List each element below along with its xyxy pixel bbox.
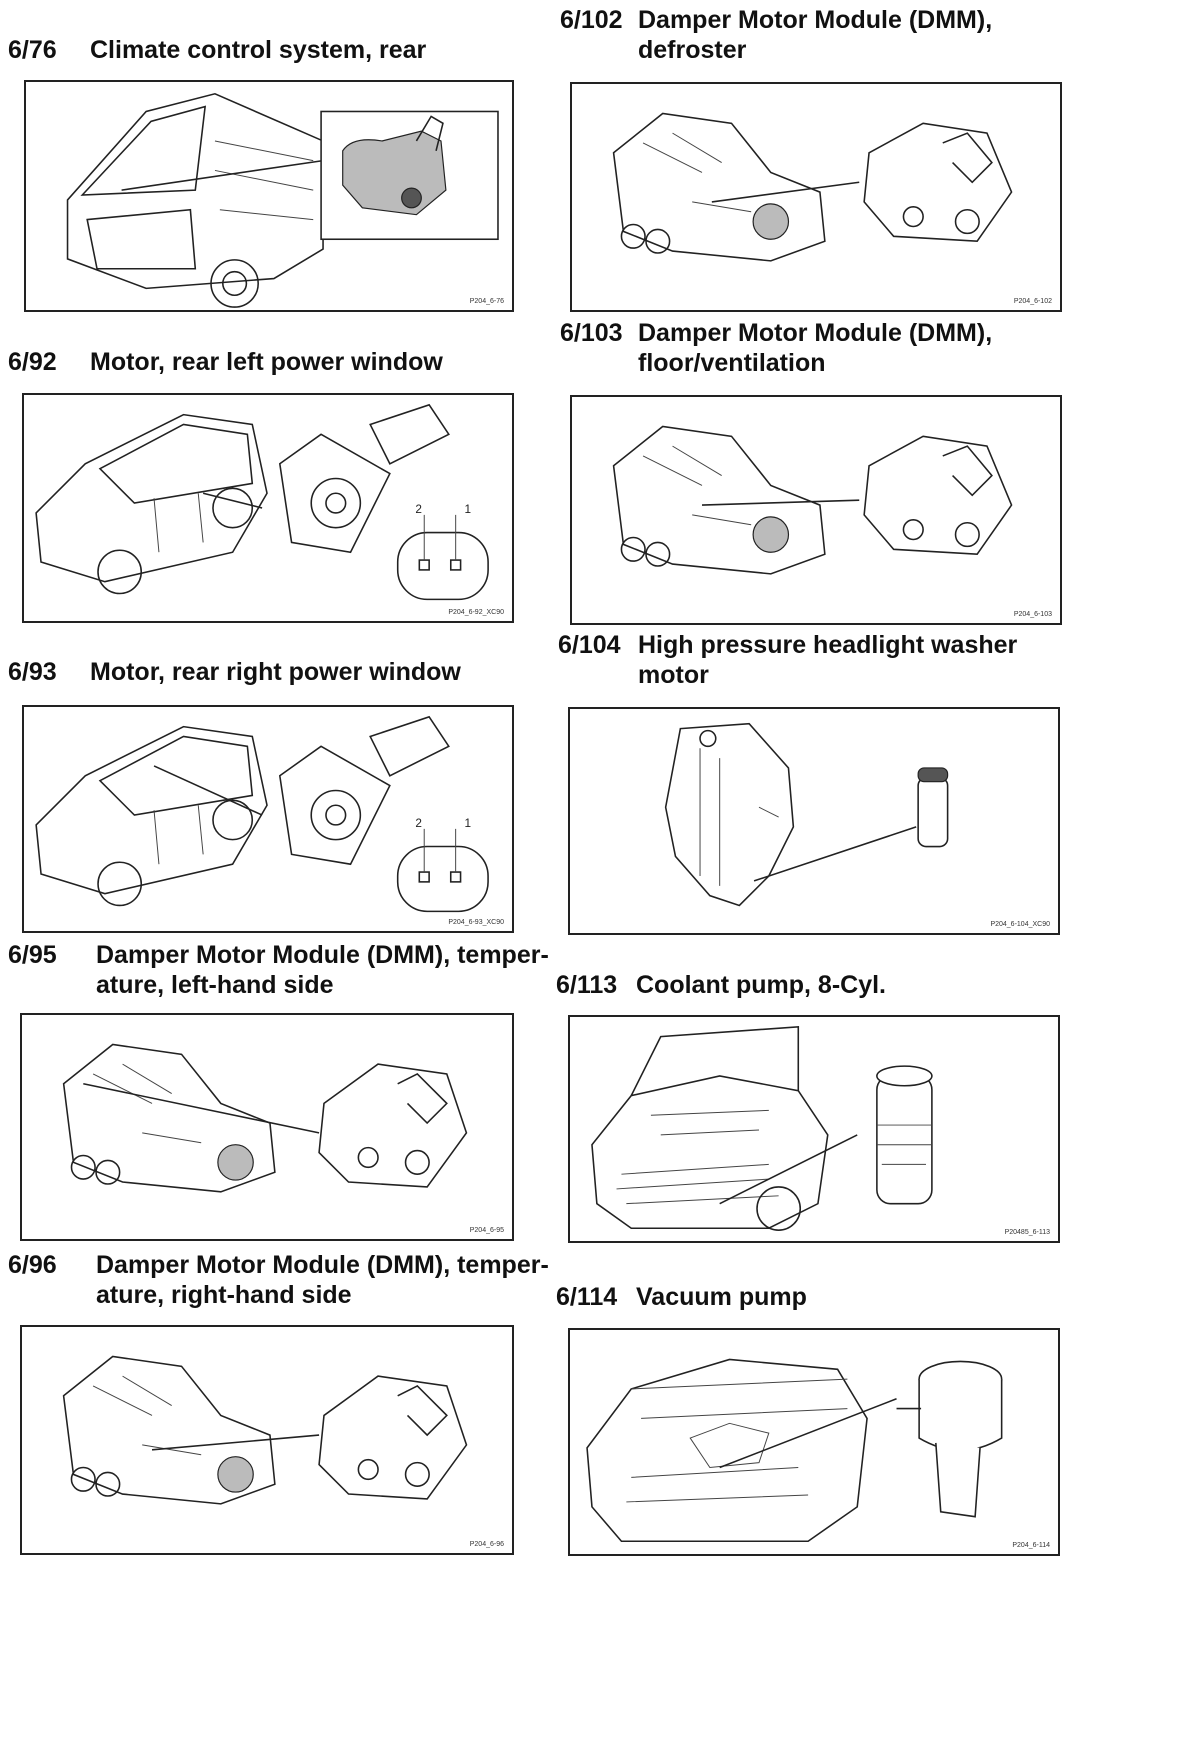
figure-headlight-washer-motor: P204_6-104_XC90 (568, 707, 1060, 935)
hvac-unit-illustration (612, 112, 1013, 262)
figure-ref: P204_6-95 (469, 1227, 504, 1234)
figure-ref: P204_6-76 (469, 298, 504, 305)
figure-ref: P204_6-102 (1013, 298, 1052, 305)
entry-number: 6/95 (8, 941, 57, 969)
figure-ref: P204_6-114 (1012, 1542, 1050, 1549)
entry-number: 6/102 (560, 6, 623, 34)
engine-bay-illustration (591, 1025, 933, 1231)
figure-coolant-pump: P20485_6-113 (568, 1015, 1060, 1243)
entry-number: 6/103 (560, 319, 623, 347)
entry-number: 6/76 (8, 36, 57, 64)
hvac-unit-illustration (62, 1043, 468, 1193)
figure-dmm-temp-left: P204_6-95 (20, 1013, 514, 1241)
entry-title: Motor, rear right power window (90, 658, 461, 686)
figure-ref: P20485_6-113 (1004, 1229, 1050, 1236)
entry-title-line-2: motor (638, 661, 709, 689)
entry-title-line-2: ature, left-hand side (96, 971, 334, 999)
entry-title-line-2: floor/ventilation (638, 349, 826, 377)
figure-rear-left-window-motor: 2 1 P204_6-92_XC90 (22, 393, 514, 623)
figure-ref: P204_6-96 (469, 1541, 504, 1548)
car-window-motor-illustration: 2 1 (35, 715, 489, 913)
entry-number: 6/93 (8, 658, 57, 686)
pin-label-1: 1 (465, 503, 472, 516)
pin-label-2: 2 (415, 817, 422, 830)
entry-title-line-1: Damper Motor Module (DMM), (638, 319, 993, 347)
figure-ref: P204_6-93_XC90 (448, 919, 504, 926)
figure-dmm-defroster: P204_6-102 (570, 82, 1062, 312)
entry-number: 6/104 (558, 631, 621, 659)
hvac-unit-illustration (62, 1355, 468, 1505)
entry-title: Climate control system, rear (90, 36, 427, 64)
entry-title: Motor, rear left power window (90, 348, 443, 376)
entry-title-line-1: Damper Motor Module (DMM), temper- (96, 1251, 549, 1279)
figure-dmm-temp-right: P204_6-96 (20, 1325, 514, 1555)
car-window-motor-illustration: 2 1 (35, 403, 489, 601)
entry-title: Vacuum pump (636, 1283, 807, 1311)
figure-rear-right-window-motor: 2 1 P204_6-93_XC90 (22, 705, 514, 933)
entry-title-line-1: Damper Motor Module (DMM), (638, 6, 993, 34)
figure-ref: P204_6-104_XC90 (990, 921, 1050, 928)
figure-ref: P204_6-103 (1013, 611, 1052, 618)
entry-number: 6/114 (556, 1283, 618, 1311)
car-rear-illustration (66, 92, 499, 308)
entry-number: 6/113 (556, 971, 618, 999)
entry-number: 6/96 (8, 1251, 57, 1279)
figure-climate-control-rear: P204_6-76 (24, 80, 514, 312)
entry-title-line-1: Damper Motor Module (DMM), temper- (96, 941, 549, 969)
engine-bay-illustration (586, 1358, 1003, 1543)
figure-ref: P204_6-92_XC90 (448, 609, 504, 616)
figure-dmm-floor-ventilation: P204_6-103 (570, 395, 1062, 625)
pin-label-2: 2 (415, 503, 422, 516)
entry-title-line-1: High pressure headlight washer (638, 631, 1018, 659)
entry-title-line-2: ature, right-hand side (96, 1281, 352, 1309)
washer-reservoir-illustration (664, 722, 949, 907)
entry-number: 6/92 (8, 348, 57, 376)
pin-label-1: 1 (464, 817, 471, 830)
entry-title-line-2: defroster (638, 36, 747, 64)
entry-title: Coolant pump, 8-Cyl. (636, 971, 886, 999)
figure-vacuum-pump: P204_6-114 (568, 1328, 1060, 1556)
hvac-unit-illustration (612, 425, 1013, 575)
